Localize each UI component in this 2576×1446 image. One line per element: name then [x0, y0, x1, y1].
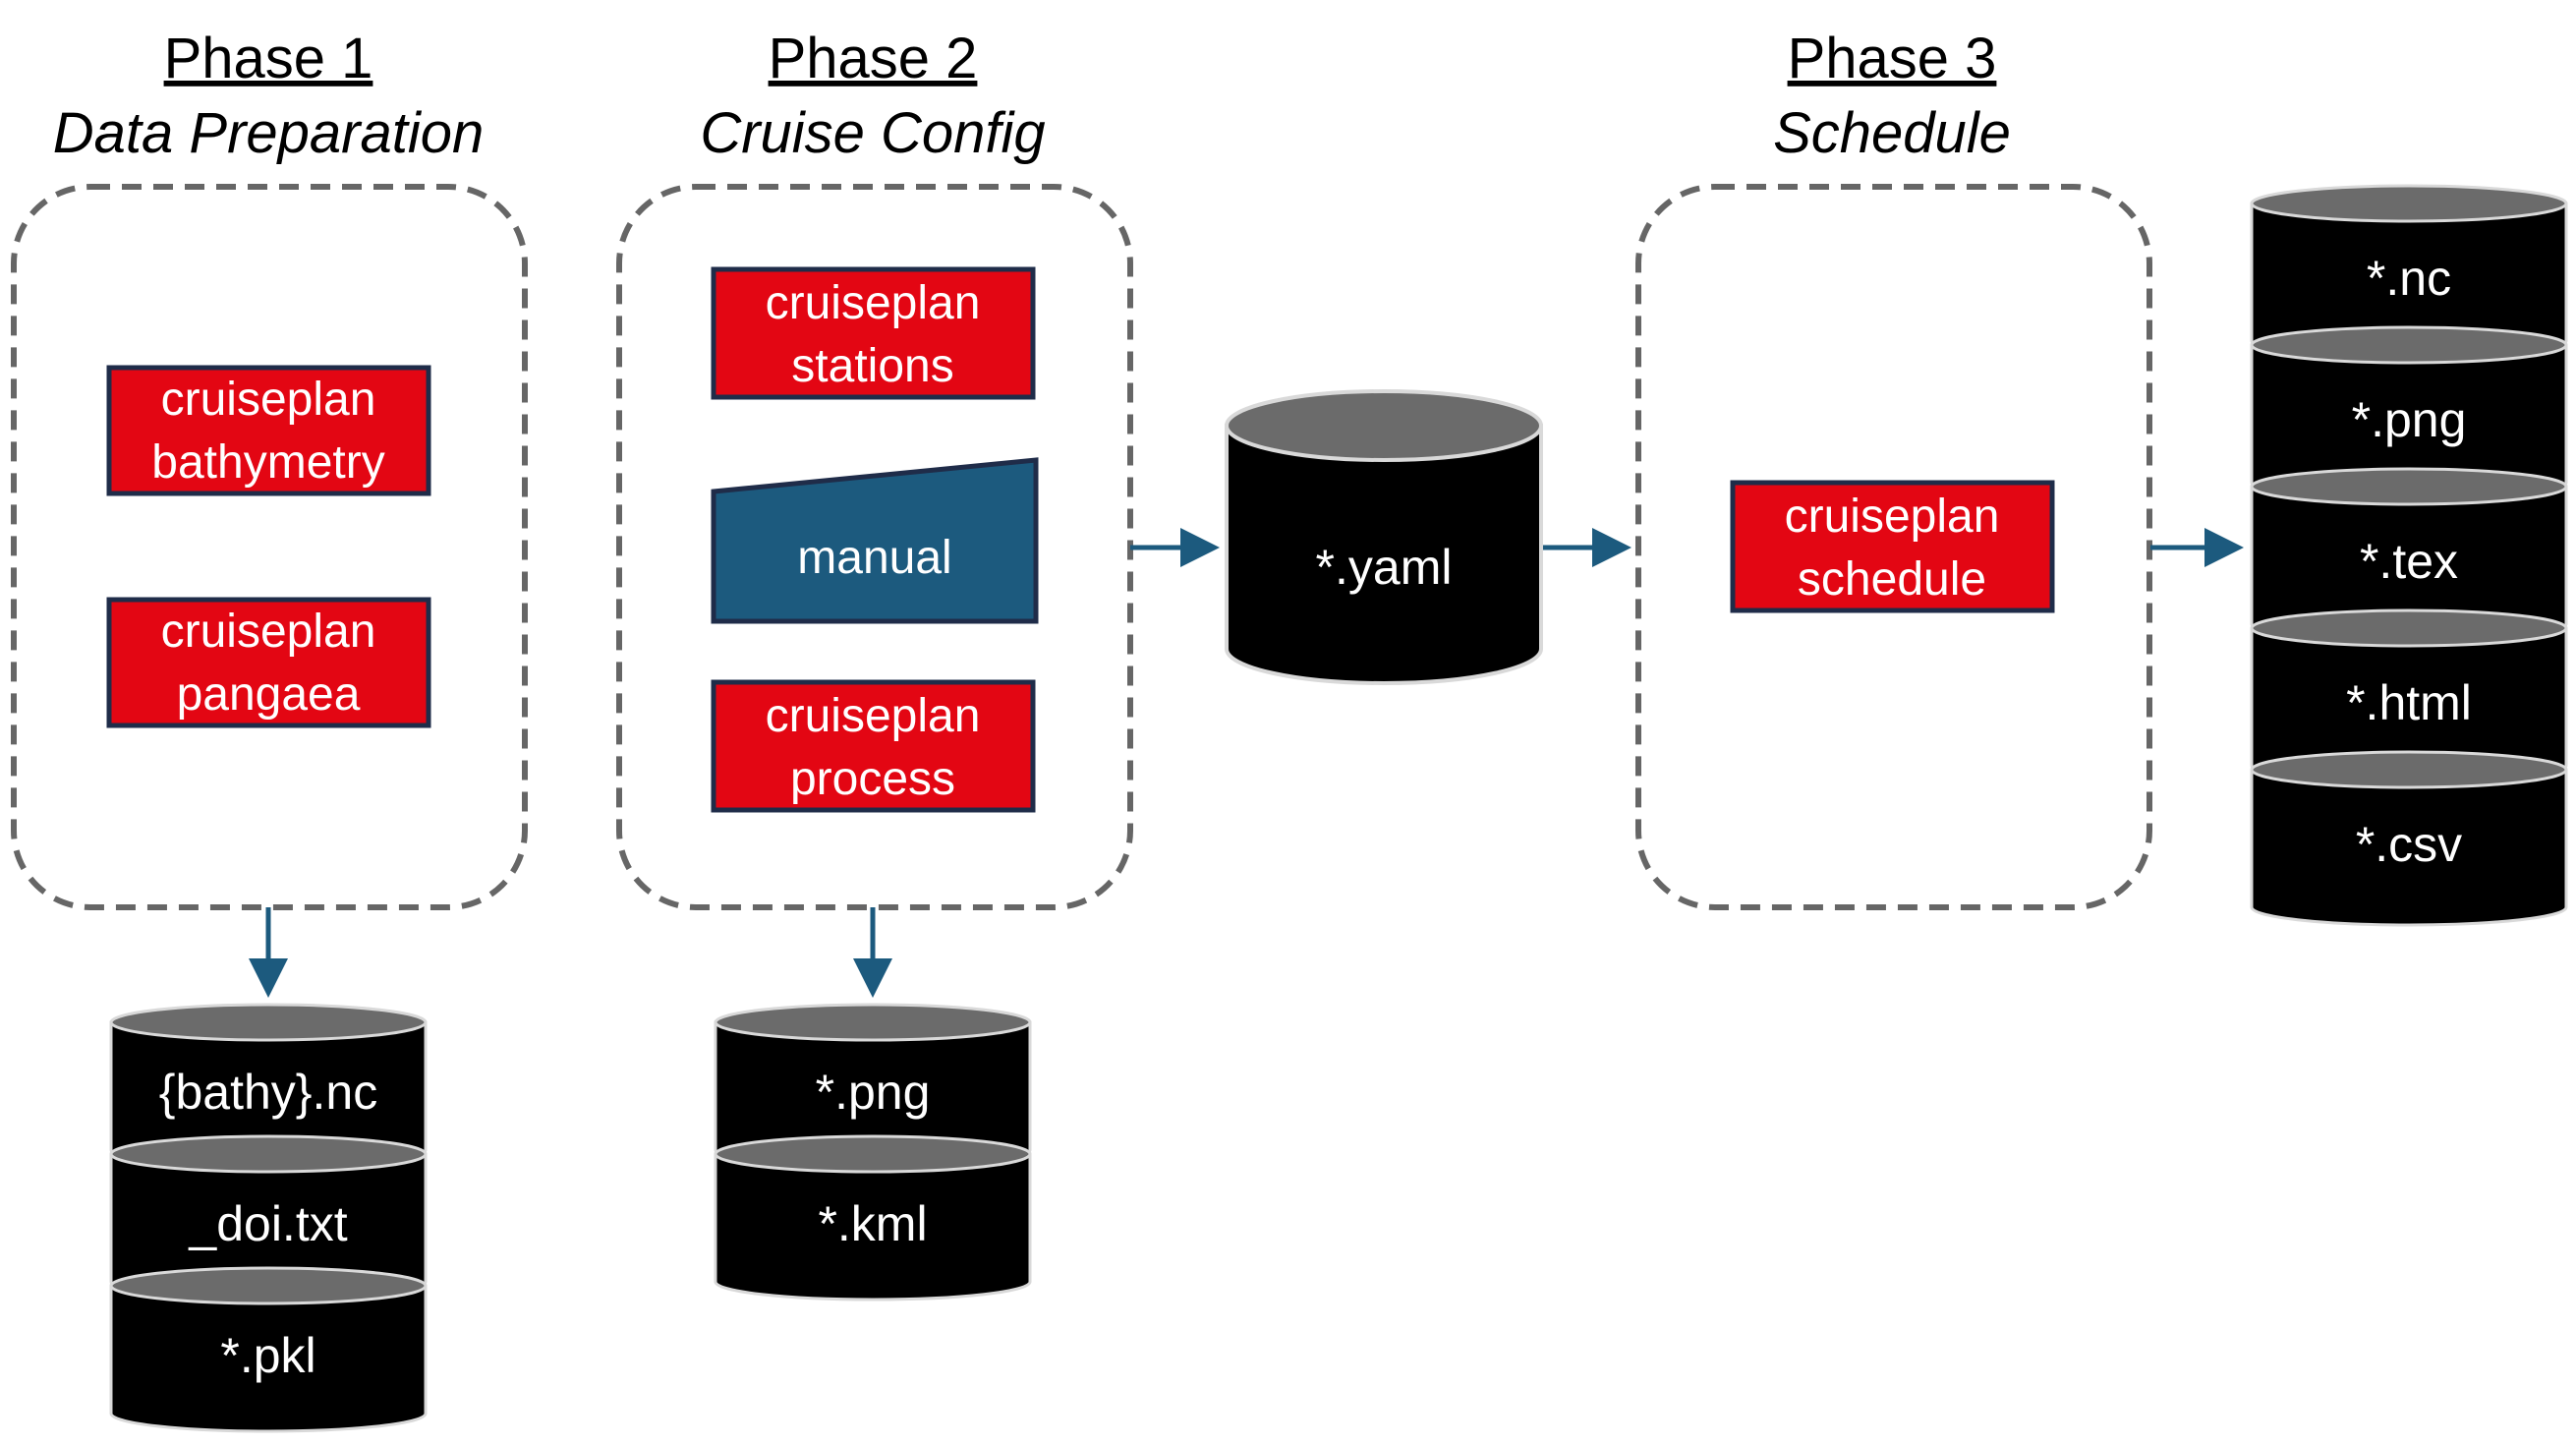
phase3-output-filename: *.png — [2352, 392, 2467, 447]
phase1-output-cylinder: _doi.txt — [109, 1134, 428, 1301]
phase1-output-cylinder: *.pkl — [109, 1266, 428, 1433]
phase3-output-filename: *.csv — [2356, 817, 2462, 872]
process-command-box: cruiseplan process — [711, 679, 1036, 813]
phase3-subtitle: Schedule — [1773, 101, 2011, 165]
phase1-title: Phase 1 — [164, 27, 373, 90]
phase1-output-filename: *.pkl — [220, 1328, 315, 1383]
phase2-output-stack: *.png *.kml — [714, 1003, 1032, 1301]
yaml-file-label: *.yaml — [1316, 540, 1453, 595]
phase2-output-filename: *.kml — [818, 1196, 927, 1251]
phase3-title: Phase 3 — [1788, 27, 1997, 90]
manual-input-shape: manual — [711, 457, 1039, 624]
manual-label: manual — [797, 532, 951, 584]
phase1-output-cylinder: {bathy}.nc — [109, 1003, 428, 1170]
phase3-output-filename: *.nc — [2367, 251, 2451, 306]
stations-command-box: cruiseplan stations — [711, 266, 1036, 400]
pangaea-command-line1: cruiseplan — [161, 606, 376, 658]
phase2-output-cylinder: *.kml — [714, 1134, 1032, 1301]
stations-command-line2: stations — [791, 340, 953, 392]
phase3-output-cylinder: *.tex — [2250, 467, 2568, 644]
phase3-output-cylinder: *.png — [2250, 325, 2568, 502]
phase1-container — [11, 184, 528, 910]
bathymetry-command-line1: cruiseplan — [161, 374, 376, 426]
phase1-output-filename: _doi.txt — [188, 1196, 347, 1251]
phase1-output-filename: {bathy}.nc — [159, 1065, 377, 1120]
schedule-command-line2: schedule — [1798, 553, 1986, 606]
bathymetry-command-line2: bathymetry — [151, 436, 384, 489]
bathymetry-command-box: cruiseplan bathymetry — [106, 365, 431, 496]
phase1-subtitle: Data Preparation — [53, 101, 484, 165]
phase3-output-filename: *.html — [2346, 675, 2472, 730]
process-command-line2: process — [790, 753, 955, 805]
pangaea-command-box: cruiseplan pangaea — [106, 597, 431, 728]
process-command-line1: cruiseplan — [766, 690, 981, 742]
phase1-output-stack: {bathy}.nc _doi.txt *.pkl — [109, 1003, 428, 1433]
schedule-command-line1: cruiseplan — [1785, 491, 2000, 543]
phase3-output-cylinder: *.nc — [2250, 184, 2568, 361]
phase2-output-filename: *.png — [816, 1065, 931, 1120]
pangaea-command-line2: pangaea — [177, 668, 361, 721]
schedule-command-box: cruiseplan schedule — [1730, 480, 2055, 613]
phase3-output-filename: *.tex — [2360, 534, 2458, 589]
yaml-file-database: *.yaml — [1225, 389, 1543, 685]
phase2-subtitle: Cruise Config — [700, 101, 1045, 165]
stations-command-line1: cruiseplan — [766, 277, 981, 329]
phase3-output-cylinder: *.html — [2250, 608, 2568, 785]
phase3-container — [1635, 184, 2152, 910]
phase2-title: Phase 2 — [769, 27, 978, 90]
phase3-output-stack: *.nc *.png *.tex *.html *.csv — [2250, 184, 2568, 927]
phase3-output-cylinder: *.csv — [2250, 750, 2568, 927]
